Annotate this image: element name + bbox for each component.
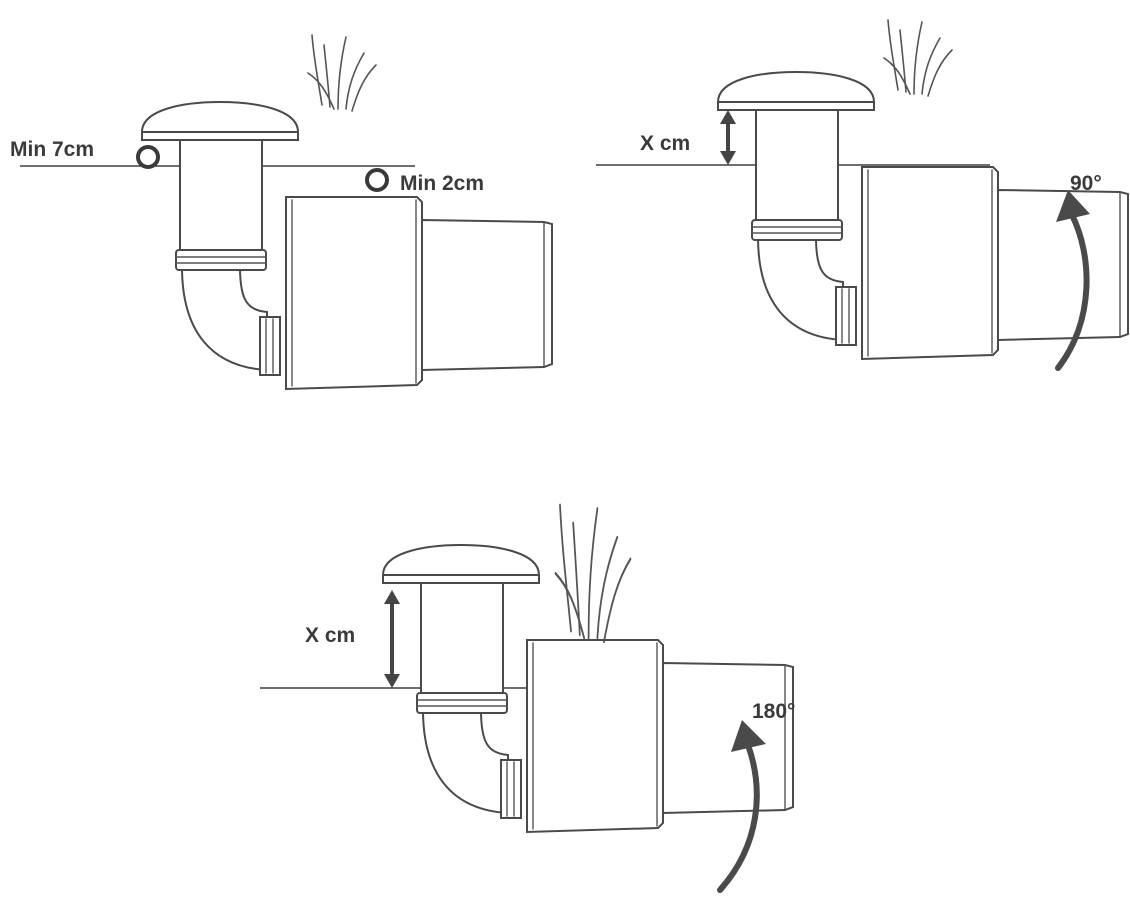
rotation-arrow bbox=[717, 742, 760, 893]
dimension-arrow-up bbox=[720, 110, 736, 124]
grass-tuft bbox=[554, 503, 632, 644]
grass-tuft bbox=[307, 34, 377, 112]
label-x-cm: X cm bbox=[305, 624, 355, 647]
label-90-degrees: 90° bbox=[1070, 172, 1102, 195]
clearance-marker-body bbox=[365, 168, 389, 192]
panel-rotated-180: X cm 180° bbox=[260, 503, 795, 893]
grass-tuft bbox=[883, 19, 953, 97]
label-min-2cm: Min 2cm bbox=[400, 172, 484, 195]
label-180-degrees: 180° bbox=[752, 700, 795, 723]
panel-min-depth: Min 7cm Min 2cm bbox=[10, 34, 553, 390]
skimmer-device bbox=[141, 101, 553, 390]
dimension-arrow-up bbox=[384, 590, 400, 604]
rotation-arrowhead bbox=[731, 720, 766, 752]
skimmer-device bbox=[382, 544, 794, 833]
rotation-arrow bbox=[1055, 212, 1090, 371]
label-min-7cm: Min 7cm bbox=[10, 138, 94, 161]
label-x-cm: X cm bbox=[640, 132, 690, 155]
rotation-arrowhead bbox=[1056, 190, 1090, 222]
clearance-marker-cap bbox=[136, 145, 160, 169]
dimension-arrow-down bbox=[384, 674, 400, 688]
panel-rotated-90: X cm 90° bbox=[596, 19, 1129, 371]
dimension-arrow-down bbox=[720, 151, 736, 165]
